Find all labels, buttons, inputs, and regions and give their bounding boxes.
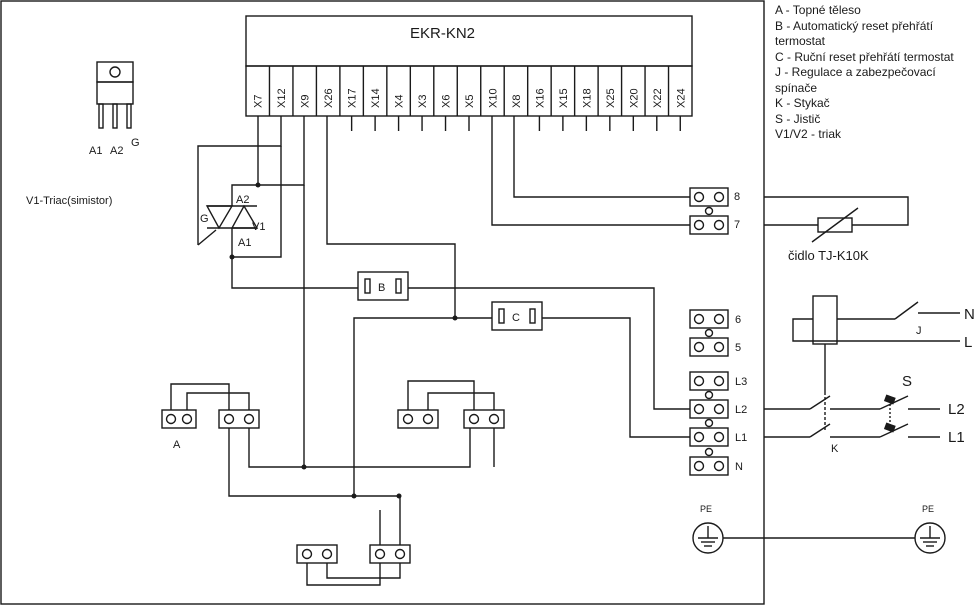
triac-pin-a2: A2 xyxy=(110,145,123,157)
legend-item: V1/V2 - triak xyxy=(775,127,842,141)
thermostat-b-label: B xyxy=(378,282,385,294)
terminal-label-x18: X18 xyxy=(581,88,593,108)
pe-ground: PE PE xyxy=(692,504,946,554)
thermostat-c-label: C xyxy=(512,312,520,324)
triac-name-label: V1 xyxy=(252,221,265,233)
legend-item: B - Automatický reset přehřátí termostat xyxy=(775,18,934,49)
breaker-s-label: S xyxy=(902,373,912,390)
term-8-label: 8 xyxy=(734,191,740,203)
contactor-k-breaker-s: K S L2 L1 xyxy=(764,373,965,455)
controller-title: EKR-KN2 xyxy=(410,25,475,42)
supply-n-label: N xyxy=(964,306,975,323)
terminal-label-x16: X16 xyxy=(534,88,546,108)
term-l3-label: L3 xyxy=(735,376,747,388)
terminal-block-power: L3 L2 L1 N xyxy=(689,371,747,476)
triac-caption: V1-Triac(simistor) xyxy=(26,195,112,207)
triac-package: A1 A2 G V1-Triac(simistor) xyxy=(26,61,140,207)
thermostat-b: B xyxy=(357,271,690,410)
legend-item: A - Topné těleso xyxy=(775,3,861,17)
heater-terminals-right xyxy=(301,380,505,499)
term-6-label: 6 xyxy=(735,314,741,326)
term-5-label: 5 xyxy=(735,342,741,354)
terminal-block-sensor: 8 7 xyxy=(491,116,740,235)
sensor-tj-k10k: čidlo TJ-K10K xyxy=(764,196,909,263)
controller: EKR-KN2 X7 X12 X9 X26 X17 X14 X4 X3 X6 X5 X10 X8 X16… xyxy=(245,15,693,131)
term-7-label: 7 xyxy=(734,219,740,231)
legend-item: K - Stykač xyxy=(775,96,830,110)
diagram-frame xyxy=(0,0,765,605)
terminal-label-x22: X22 xyxy=(652,88,664,108)
legend-item: S - Jistič xyxy=(775,111,821,126)
legend-item: J - Regulace a zabezpečovací spínače xyxy=(775,65,936,95)
triac-a1-label: A1 xyxy=(238,237,251,249)
controller-terminal-strip: X7 X12 X9 X26 X17 X14 X4 X3 X6 X5 X10 X8 X16 X15 X18 X2… xyxy=(253,66,687,131)
supply-l1-label: L1 xyxy=(948,429,965,446)
terminal-block-aux: 6 5 xyxy=(689,309,741,357)
switch-j-label: J xyxy=(916,325,922,337)
term-n-label: N xyxy=(735,461,743,473)
terminal-label-x25: X25 xyxy=(605,88,617,108)
supply-l2-label: L2 xyxy=(948,401,965,418)
contactor-k-label: K xyxy=(831,443,839,455)
supply-l-label: L xyxy=(964,334,972,351)
triac-v1-symbol: G A2 A1 V1 xyxy=(197,116,358,289)
terminal-label-x6: X6 xyxy=(441,95,453,108)
terminal-label-x9: X9 xyxy=(300,95,312,108)
terminal-label-x3: X3 xyxy=(417,95,429,108)
terminal-label-x15: X15 xyxy=(558,88,570,108)
terminal-label-x17: X17 xyxy=(347,88,359,108)
legend: A - Topné těleso B - Automatický reset p… xyxy=(775,3,975,143)
triac-a2-label: A2 xyxy=(236,194,249,206)
heater-a-label: A xyxy=(173,439,181,451)
pe-left-label: PE xyxy=(700,504,712,514)
pe-right-label: PE xyxy=(922,504,934,514)
terminal-label-x26: X26 xyxy=(323,88,335,108)
legend-item: C - Ruční reset přehřátí termostat xyxy=(775,49,954,64)
terminal-label-x8: X8 xyxy=(511,95,523,108)
terminal-label-x4: X4 xyxy=(394,95,406,108)
terminal-label-x7: X7 xyxy=(253,95,265,108)
triac-pin-g: G xyxy=(131,137,140,149)
thermostat-c: C xyxy=(353,301,690,496)
terminal-label-x24: X24 xyxy=(675,88,687,108)
heater-terminals-bottom xyxy=(296,493,411,586)
heater-a-terminals: A xyxy=(161,383,471,497)
triac-g-label: G xyxy=(200,213,209,225)
terminal-label-x5: X5 xyxy=(464,95,476,108)
terminal-label-x10: X10 xyxy=(487,88,499,108)
term-l1-label: L1 xyxy=(735,432,747,444)
terminal-label-x20: X20 xyxy=(628,88,640,108)
term-l2-label: L2 xyxy=(735,404,747,416)
control-circuit: J N L xyxy=(792,295,975,392)
terminal-label-x14: X14 xyxy=(370,88,382,108)
triac-pin-a1: A1 xyxy=(89,145,102,157)
terminal-label-x12: X12 xyxy=(276,88,288,108)
sensor-label: čidlo TJ-K10K xyxy=(788,248,869,263)
